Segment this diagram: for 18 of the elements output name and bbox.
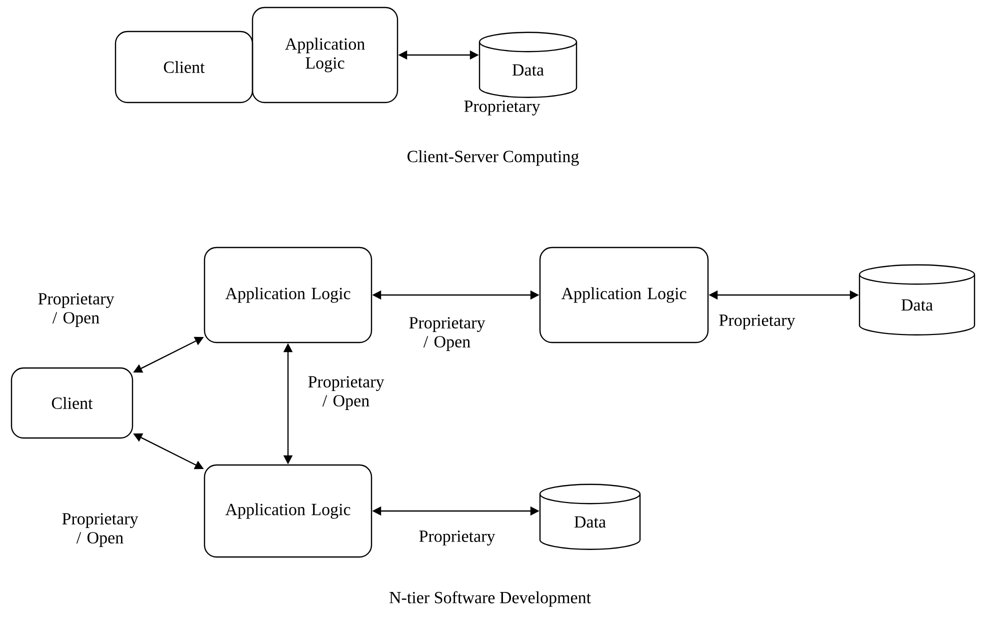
edge-label: Proprietary xyxy=(464,100,540,116)
edge-label: Proprietary xyxy=(719,314,796,330)
edge-label: Proprietary / Open xyxy=(409,317,486,351)
process-box: Client xyxy=(10,367,134,439)
process-box: Application Logic xyxy=(204,246,372,344)
caption: Client-Server Computing xyxy=(408,150,579,166)
process-box: Client xyxy=(114,30,254,104)
edge-label: Proprietary / Open xyxy=(38,293,114,327)
process-box: Application Logic xyxy=(539,246,709,344)
edge-label: Proprietary / Open xyxy=(62,513,138,547)
process-box: Application Logic xyxy=(252,6,398,104)
database-cylinder: Data xyxy=(478,32,578,98)
caption: N-tier Software Development xyxy=(389,591,591,607)
process-box: Application Logic xyxy=(204,464,372,558)
edge-label: Proprietary / Open xyxy=(308,376,384,410)
database-cylinder: Data xyxy=(539,484,641,550)
database-cylinder: Data xyxy=(858,264,976,336)
edge-label: Proprietary xyxy=(419,530,496,546)
